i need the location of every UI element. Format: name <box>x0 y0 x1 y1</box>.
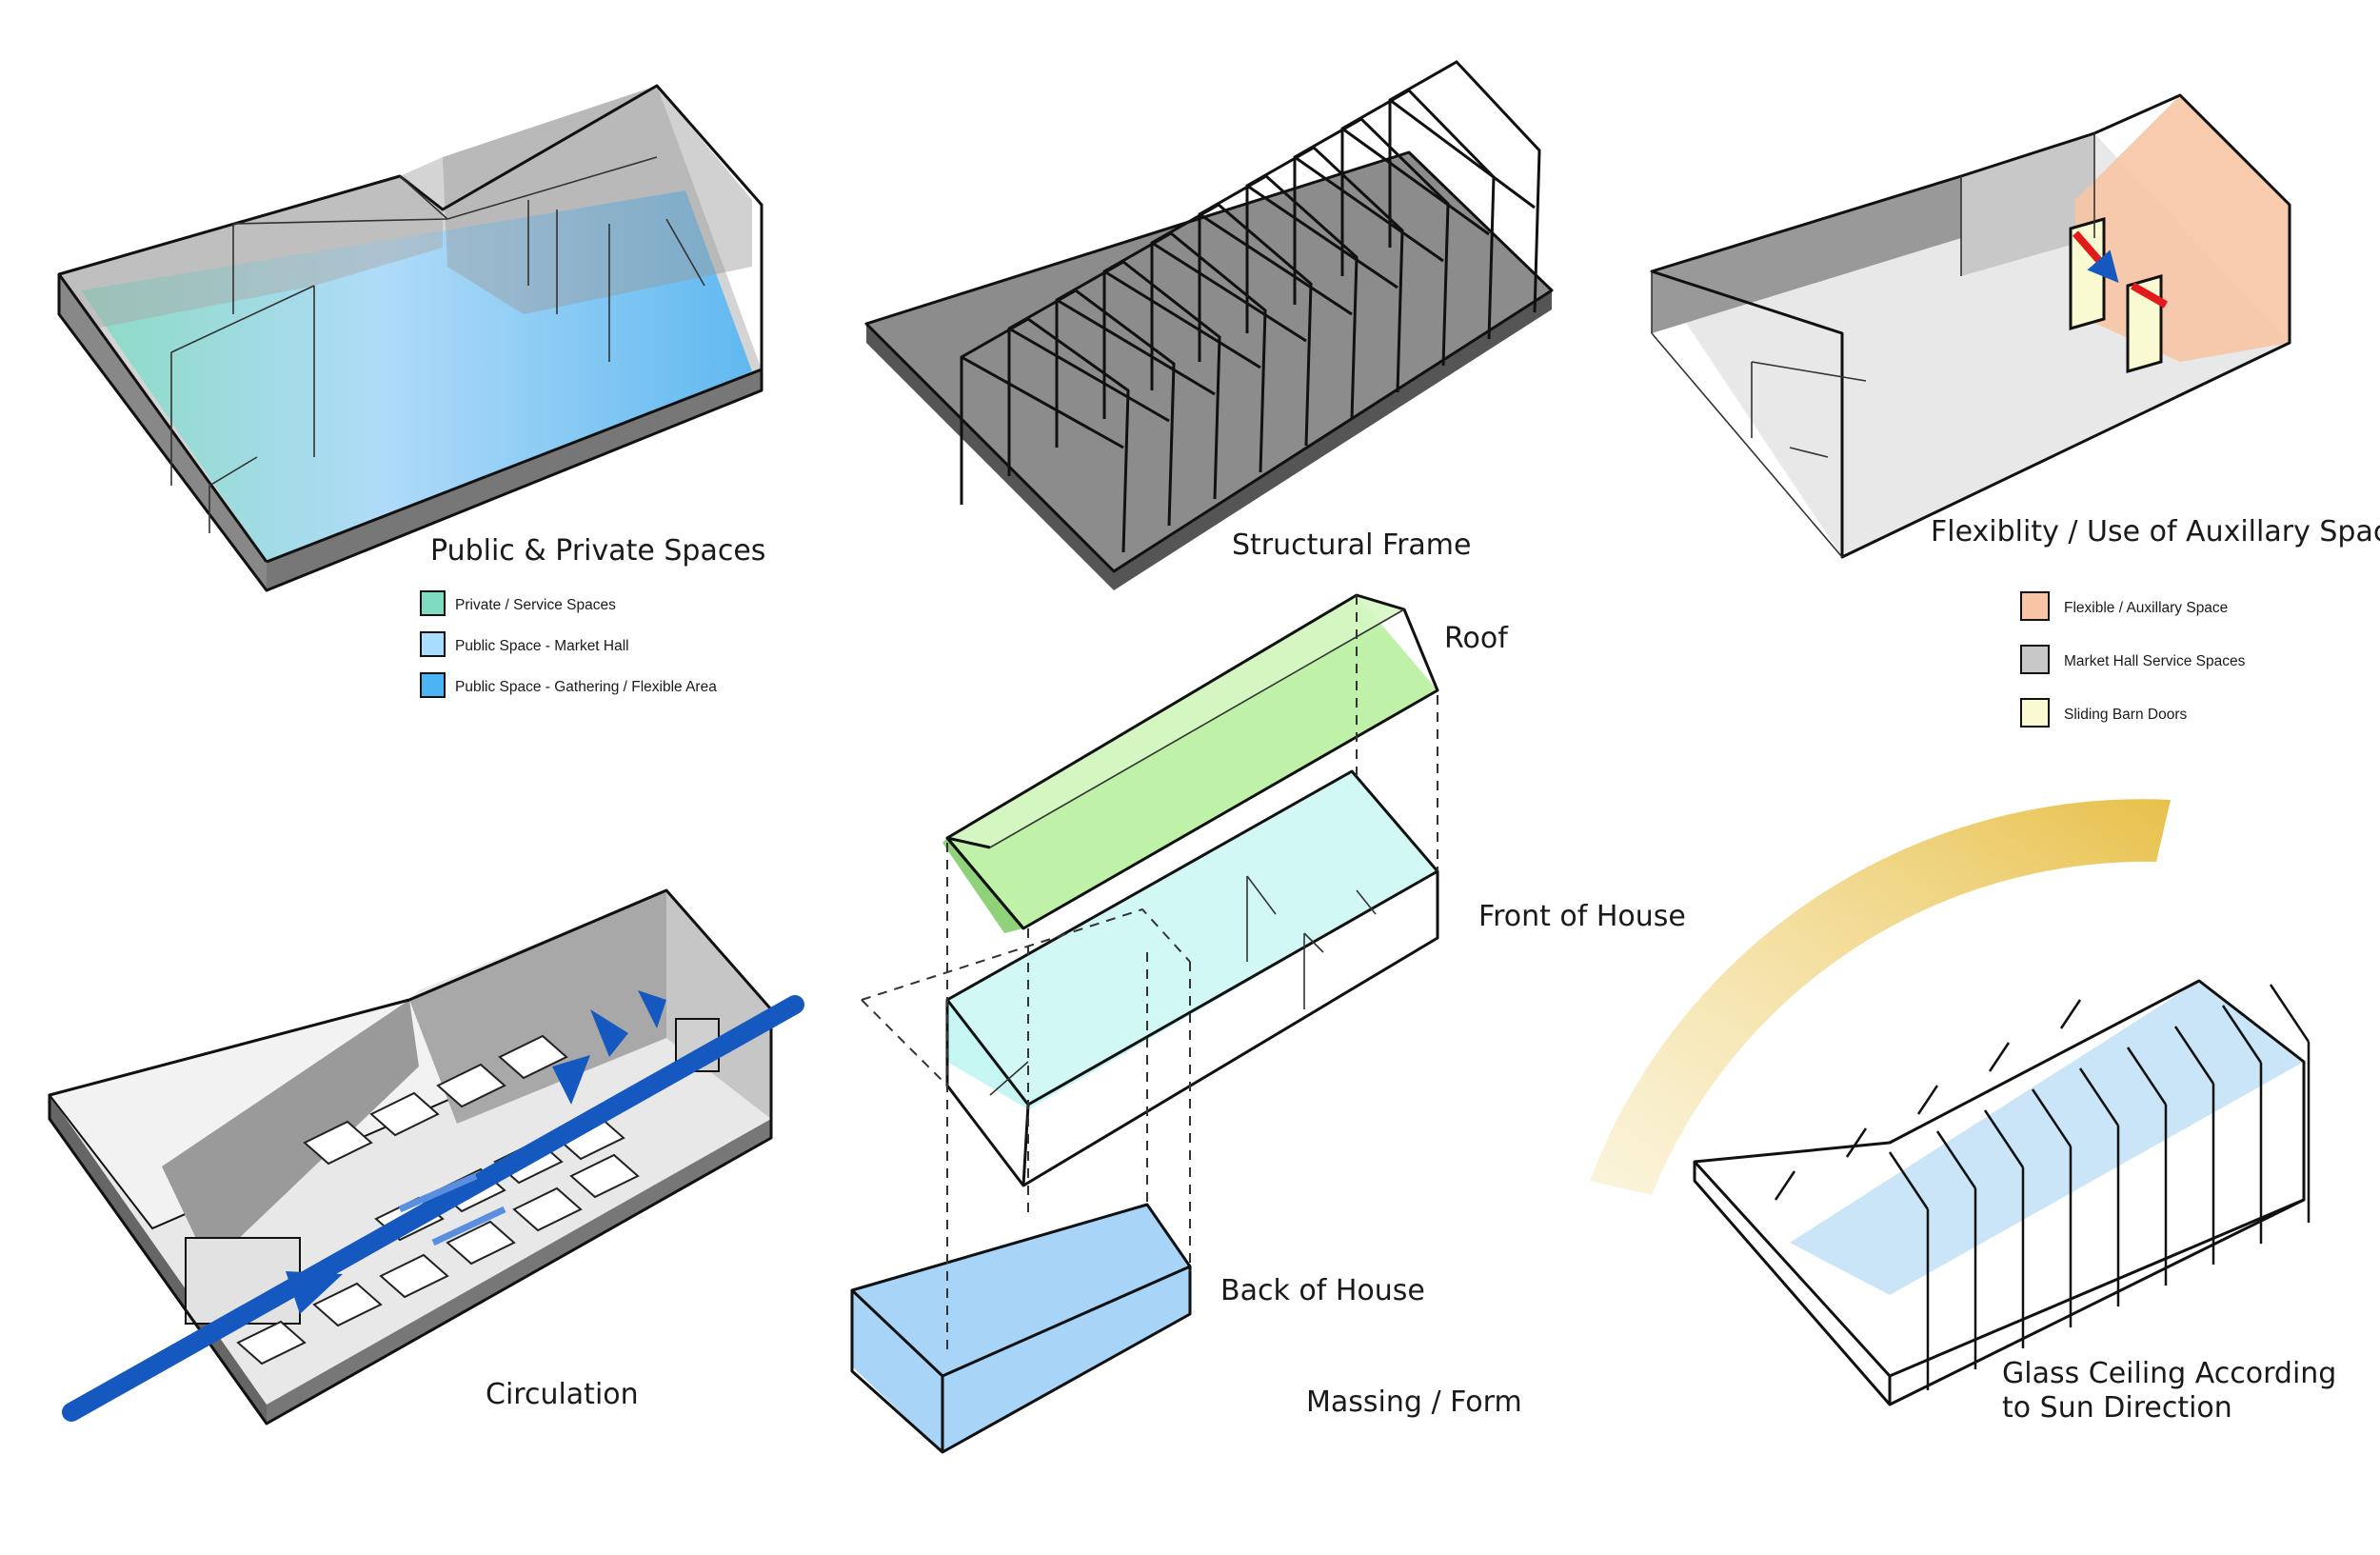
glass-rib <box>2126 1047 2168 1106</box>
legend-label-service: Market Hall Service Spaces <box>2064 653 2246 669</box>
legend-swatch-flexible <box>2020 591 2050 621</box>
massing-label: Massing / Form <box>1306 1386 1522 1419</box>
sun-path-arc <box>1590 799 2171 1195</box>
flexibility-diagram: Flexiblity / Use of Auxillary Space Flex… <box>1650 93 2380 728</box>
market-stall <box>512 1186 583 1232</box>
market-stall <box>446 1220 516 1266</box>
circulation-diagram: Circulation <box>48 888 804 1425</box>
glass-rib <box>2031 1088 2073 1147</box>
frame-brace <box>1246 184 1398 289</box>
roof-label: Roof <box>1444 622 1509 655</box>
frame-brace <box>1056 298 1216 396</box>
glass-rib <box>2173 1026 2215 1085</box>
legend-label-market-hall: Public Space - Market Hall <box>455 638 629 654</box>
public-private-diagram: Public & Private Spaces Private / Servic… <box>57 84 765 698</box>
structural-frame-label: Structural Frame <box>1232 528 1471 562</box>
roof-post <box>1916 1085 1939 1115</box>
legend-swatch-market-hall <box>420 631 446 657</box>
flexibility-label: Flexiblity / Use of Auxillary Space <box>1931 515 2380 548</box>
glass-ceiling-diagram: Glass Ceiling According to Sun Direction <box>1590 799 2336 1425</box>
glass-ceiling-label-line1: Glass Ceiling According <box>2002 1357 2336 1390</box>
glass-rib <box>1935 1130 1977 1189</box>
frame-brace <box>1199 212 1353 316</box>
legend-label-barn-doors: Sliding Barn Doors <box>2064 707 2187 723</box>
glass-rib <box>1983 1109 2025 1168</box>
circulation-label: Circulation <box>486 1378 639 1411</box>
roof-post <box>1845 1127 1868 1158</box>
flexibility-legend: Flexible / Auxillary Space Market Hall S… <box>2020 591 2246 728</box>
frame-brace <box>1294 155 1444 263</box>
legend-label-gathering: Public Space - Gathering / Flexible Area <box>455 679 717 695</box>
public-private-label: Public & Private Spaces <box>430 534 765 568</box>
portal-frame <box>1388 60 1541 313</box>
market-stall <box>303 1120 373 1166</box>
frame-brace <box>1008 327 1170 423</box>
market-stall <box>436 1063 506 1108</box>
roof-post <box>1988 1042 2011 1072</box>
legend-label-flexible: Flexible / Auxillary Space <box>2064 600 2228 616</box>
frame-brace <box>1151 241 1307 343</box>
structural-frame-diagram: Structural Frame <box>864 60 1554 590</box>
market-stall <box>312 1282 383 1327</box>
frame-brace <box>1341 127 1490 236</box>
roof-post <box>1774 1170 1796 1201</box>
legend-label-private: Private / Service Spaces <box>455 597 616 613</box>
market-stall <box>236 1320 307 1366</box>
glass-rib <box>1888 1151 1930 1210</box>
glass-rib <box>2269 984 2311 1043</box>
market-stall <box>569 1153 640 1199</box>
market-stall <box>379 1253 449 1299</box>
glass-rib <box>2221 1005 2263 1064</box>
legend-swatch-barn-doors <box>2020 698 2050 728</box>
market-stall <box>498 1034 568 1080</box>
massing-diagram: Roof Front of House Back of House Massin… <box>850 593 1686 1454</box>
frame-brace <box>961 355 1124 449</box>
glass-ceiling-label-line2: to Sun Direction <box>2002 1391 2232 1425</box>
legend-swatch-private <box>420 590 446 616</box>
legend-swatch-gathering <box>420 672 446 698</box>
public-private-legend: Private / Service Spaces Public Space - … <box>420 590 717 698</box>
roof-post <box>2059 999 2082 1029</box>
frame-brace <box>1103 269 1261 369</box>
market-stall <box>369 1091 440 1137</box>
glass-rib <box>2078 1067 2120 1126</box>
frame-brace <box>1389 98 1536 209</box>
back-of-house-label: Back of House <box>1220 1274 1425 1307</box>
legend-swatch-service <box>2020 645 2050 674</box>
front-of-house-label: Front of House <box>1478 900 1686 933</box>
